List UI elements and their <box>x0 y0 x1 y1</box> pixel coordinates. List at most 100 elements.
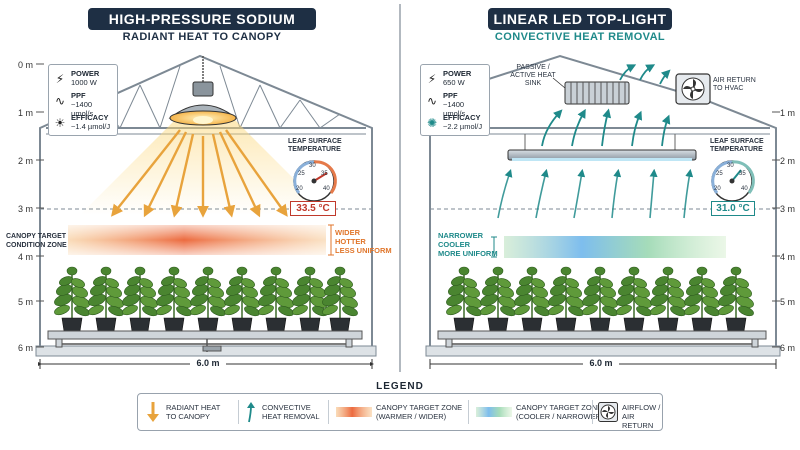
potted-plant <box>54 266 90 332</box>
lightning-icon: ⚡ <box>55 72 65 86</box>
air-return-fan <box>675 73 711 105</box>
legend-title: LEGEND <box>376 381 424 392</box>
legend: RADIANT HEAT TO CANOPY CONVECTIVE HEAT R… <box>137 393 663 431</box>
potted-plant <box>548 266 584 332</box>
legend-item-radiant: RADIANT HEAT TO CANOPY <box>144 394 236 430</box>
potted-plant <box>322 266 358 332</box>
left-y-label-2m: 2 m <box>18 156 34 166</box>
warm-zone-bracket <box>328 224 334 256</box>
heat-sink-label: PASSIVE / ACTIVE HEAT SINK <box>510 64 556 87</box>
led-spec-box: ⚡ POWER 650 W ∿ PPF ~1400 µmol/s ✺ EFFIC… <box>420 64 490 136</box>
right-y-label-2m: 2 m <box>780 156 796 166</box>
hps-gauge-tick-25: 25 <box>298 171 305 177</box>
left-y-label-1m: 1 m <box>18 108 34 118</box>
convective-arrows-lower <box>497 168 694 219</box>
right-bench <box>437 330 767 348</box>
potted-plant <box>122 266 158 332</box>
led-gauge-tick-20: 20 <box>714 186 721 192</box>
legend-item-airflow: AIRFLOW / AIR RETURN <box>596 394 662 430</box>
led-zone-note-1: NARROWER <box>438 231 483 240</box>
left-y-label-5m: 5 m <box>18 297 34 307</box>
wave-icon: ∿ <box>54 94 66 108</box>
cool-zone-bracket <box>491 236 497 258</box>
spec-row-efficacy: ☀ EFFICACY ~1.4 µmol/J <box>54 113 111 131</box>
potted-plant <box>224 266 260 332</box>
hps-gauge-tick-40: 40 <box>323 186 330 192</box>
potted-plant <box>718 266 754 332</box>
hps-gauge-tick-30: 30 <box>309 163 316 169</box>
left-height-axis <box>36 63 44 348</box>
spec-row-power: ⚡ POWER 650 W <box>425 69 487 91</box>
spec-row-ppf: ∿ PPF ~1400 µmol/s <box>54 91 94 118</box>
led-zone-note-3: MORE UNIFORM <box>438 249 498 258</box>
potted-plant <box>88 266 124 332</box>
left-y-label-3m: 3 m <box>18 204 34 214</box>
potted-plant <box>650 266 686 332</box>
warm-zone-swatch <box>336 407 372 417</box>
right-y-label-5m: 5 m <box>780 297 796 307</box>
left-y-label-4m: 4 m <box>18 252 34 262</box>
legend-item-convective: CONVECTIVE HEAT REMOVAL <box>242 394 324 430</box>
air-return-label: AIR RETURN TO HVAC <box>713 77 756 92</box>
hps-spec-box: ⚡ POWER 1000 W ∿ PPF ~1400 µmol/s ☀ EFFI… <box>48 64 118 136</box>
left-bench <box>47 330 363 352</box>
convective-arrow-icon <box>247 402 255 423</box>
radiant-arrow-icon <box>147 402 159 422</box>
lightning-icon: ⚡ <box>427 72 437 86</box>
right-subtitle: CONVECTIVE HEAT REMOVAL <box>494 31 666 43</box>
radiant-heat-arrows <box>111 129 288 218</box>
warm-canopy-zone <box>68 225 326 255</box>
right-width-label: 6.0 m <box>585 358 617 368</box>
cool-canopy-zone <box>504 236 726 258</box>
led-light-bar <box>507 134 697 161</box>
led-icon: ✺ <box>426 116 438 130</box>
hps-gauge-tick-35: 35 <box>321 171 328 177</box>
hps-gauge-title: LEAF SURFACE TEMPERATURE <box>288 138 342 153</box>
led-gauge-reading: 31.0 °C <box>711 201 755 216</box>
spec-row-power: ⚡ POWER 1000 W <box>53 69 115 91</box>
potted-plant <box>446 266 482 332</box>
hps-zone-note-3: LESS UNIFORM <box>335 246 392 255</box>
hps-zone-note-1: WIDER <box>335 228 360 237</box>
right-y-label-3m: 3 m <box>780 204 796 214</box>
potted-plant <box>480 266 516 332</box>
hps-gauge-tick-20: 20 <box>296 186 303 192</box>
spec-row-ppf: ∿ PPF ~1400 µmol/s <box>426 91 466 118</box>
canopy-zone-label: CANOPY TARGET CONDITION ZONE <box>6 233 67 249</box>
legend-item-warm-zone: CANOPY TARGET ZONE (WARMER / WIDER) <box>334 394 466 430</box>
led-zone-note-2: COOLER <box>438 240 471 249</box>
right-width-dimension <box>429 359 777 369</box>
left-title: HIGH-PRESSURE SODIUM (HPS) <box>88 8 316 49</box>
led-gauge-tick-25: 25 <box>716 171 723 177</box>
potted-plant <box>616 266 652 332</box>
hps-lamp <box>80 56 330 215</box>
left-width-label: 6.0 m <box>192 358 224 368</box>
led-gauge <box>711 160 755 202</box>
left-plant-row <box>54 266 358 332</box>
left-y-label-6m: 6 m <box>18 343 34 353</box>
legend-item-cool-zone: CANOPY TARGET ZONE (COOLER / NARROWER) <box>474 394 604 430</box>
left-y-label-0m: 0 m <box>18 60 34 70</box>
right-y-label-1m: 1 m <box>780 108 796 118</box>
hps-gauge-reading: 33.5 °C <box>290 201 336 216</box>
led-gauge-tick-40: 40 <box>741 186 748 192</box>
fan-icon <box>598 402 618 422</box>
right-height-axis <box>772 111 780 348</box>
led-heat-sink <box>564 81 630 105</box>
potted-plant <box>156 266 192 332</box>
potted-plant <box>292 266 328 332</box>
wave-icon: ∿ <box>426 94 438 108</box>
potted-plant <box>684 266 720 332</box>
bulb-icon: ☀ <box>54 116 66 130</box>
potted-plant <box>514 266 550 332</box>
led-gauge-title: LEAF SURFACE TEMPERATURE <box>710 138 764 153</box>
spec-row-efficacy: ✺ EFFICACY ~2.2 µmol/J <box>426 113 483 131</box>
hps-gauge <box>293 160 337 202</box>
right-plant-row <box>446 266 754 332</box>
right-y-label-6m: 6 m <box>780 343 796 353</box>
potted-plant <box>258 266 294 332</box>
cool-zone-swatch <box>476 407 512 417</box>
right-y-label-4m: 4 m <box>780 252 796 262</box>
potted-plant <box>190 266 226 332</box>
led-gauge-tick-30: 30 <box>727 163 734 169</box>
